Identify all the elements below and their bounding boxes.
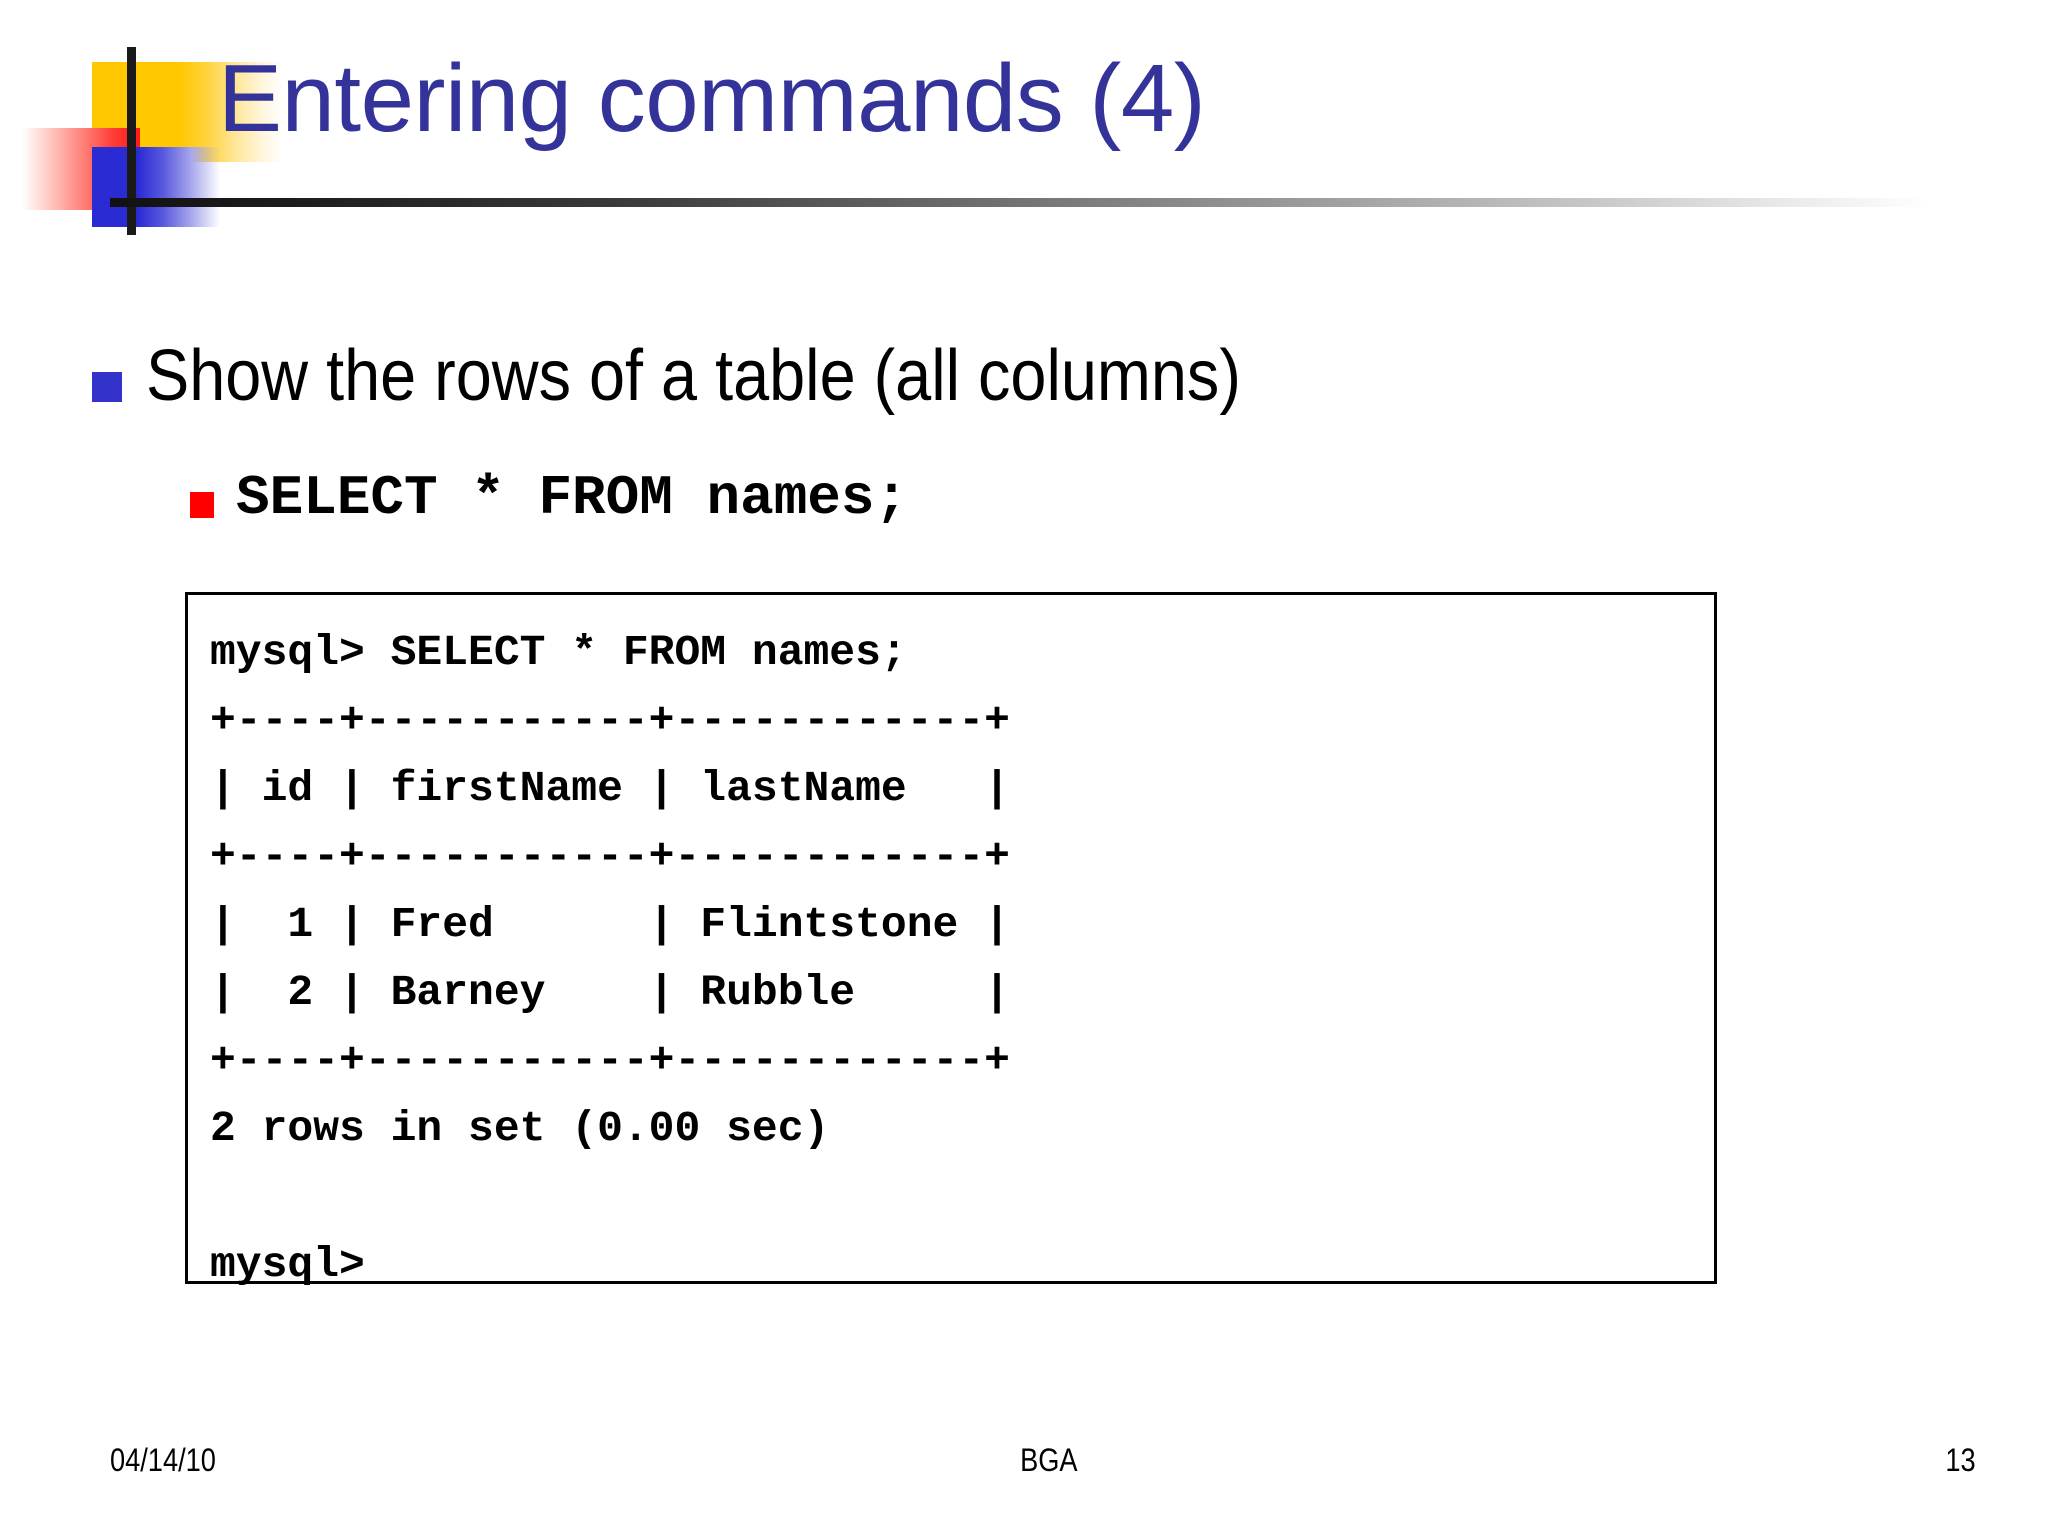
bullet-item-level1-label: Show the rows of a table (all columns) [146,336,1241,416]
terminal-output-text: mysql> SELECT * FROM names; +----+------… [210,628,1010,1289]
slide-footer: 04/14/10 BGA 13 [0,1442,2048,1502]
terminal-output-box: mysql> SELECT * FROM names; +----+------… [185,592,1717,1289]
bullet-item-level2: SELECT * FROM names; [190,470,908,526]
square-bullet-icon [190,492,214,518]
bullet-item-level2-label: SELECT * FROM names; [236,466,909,530]
title-underline-rule [110,198,1930,207]
square-bullet-icon [92,372,122,402]
footer-date: 04/14/10 [110,1442,216,1478]
page-title: Entering commands (4) [218,45,1206,152]
bullet-item-level1: Show the rows of a table (all columns) [92,340,1363,412]
footer-center-label: BGA [1020,1442,1078,1478]
footer-page-number: 13 [1945,1442,1976,1478]
logo-blue-square [92,147,220,227]
